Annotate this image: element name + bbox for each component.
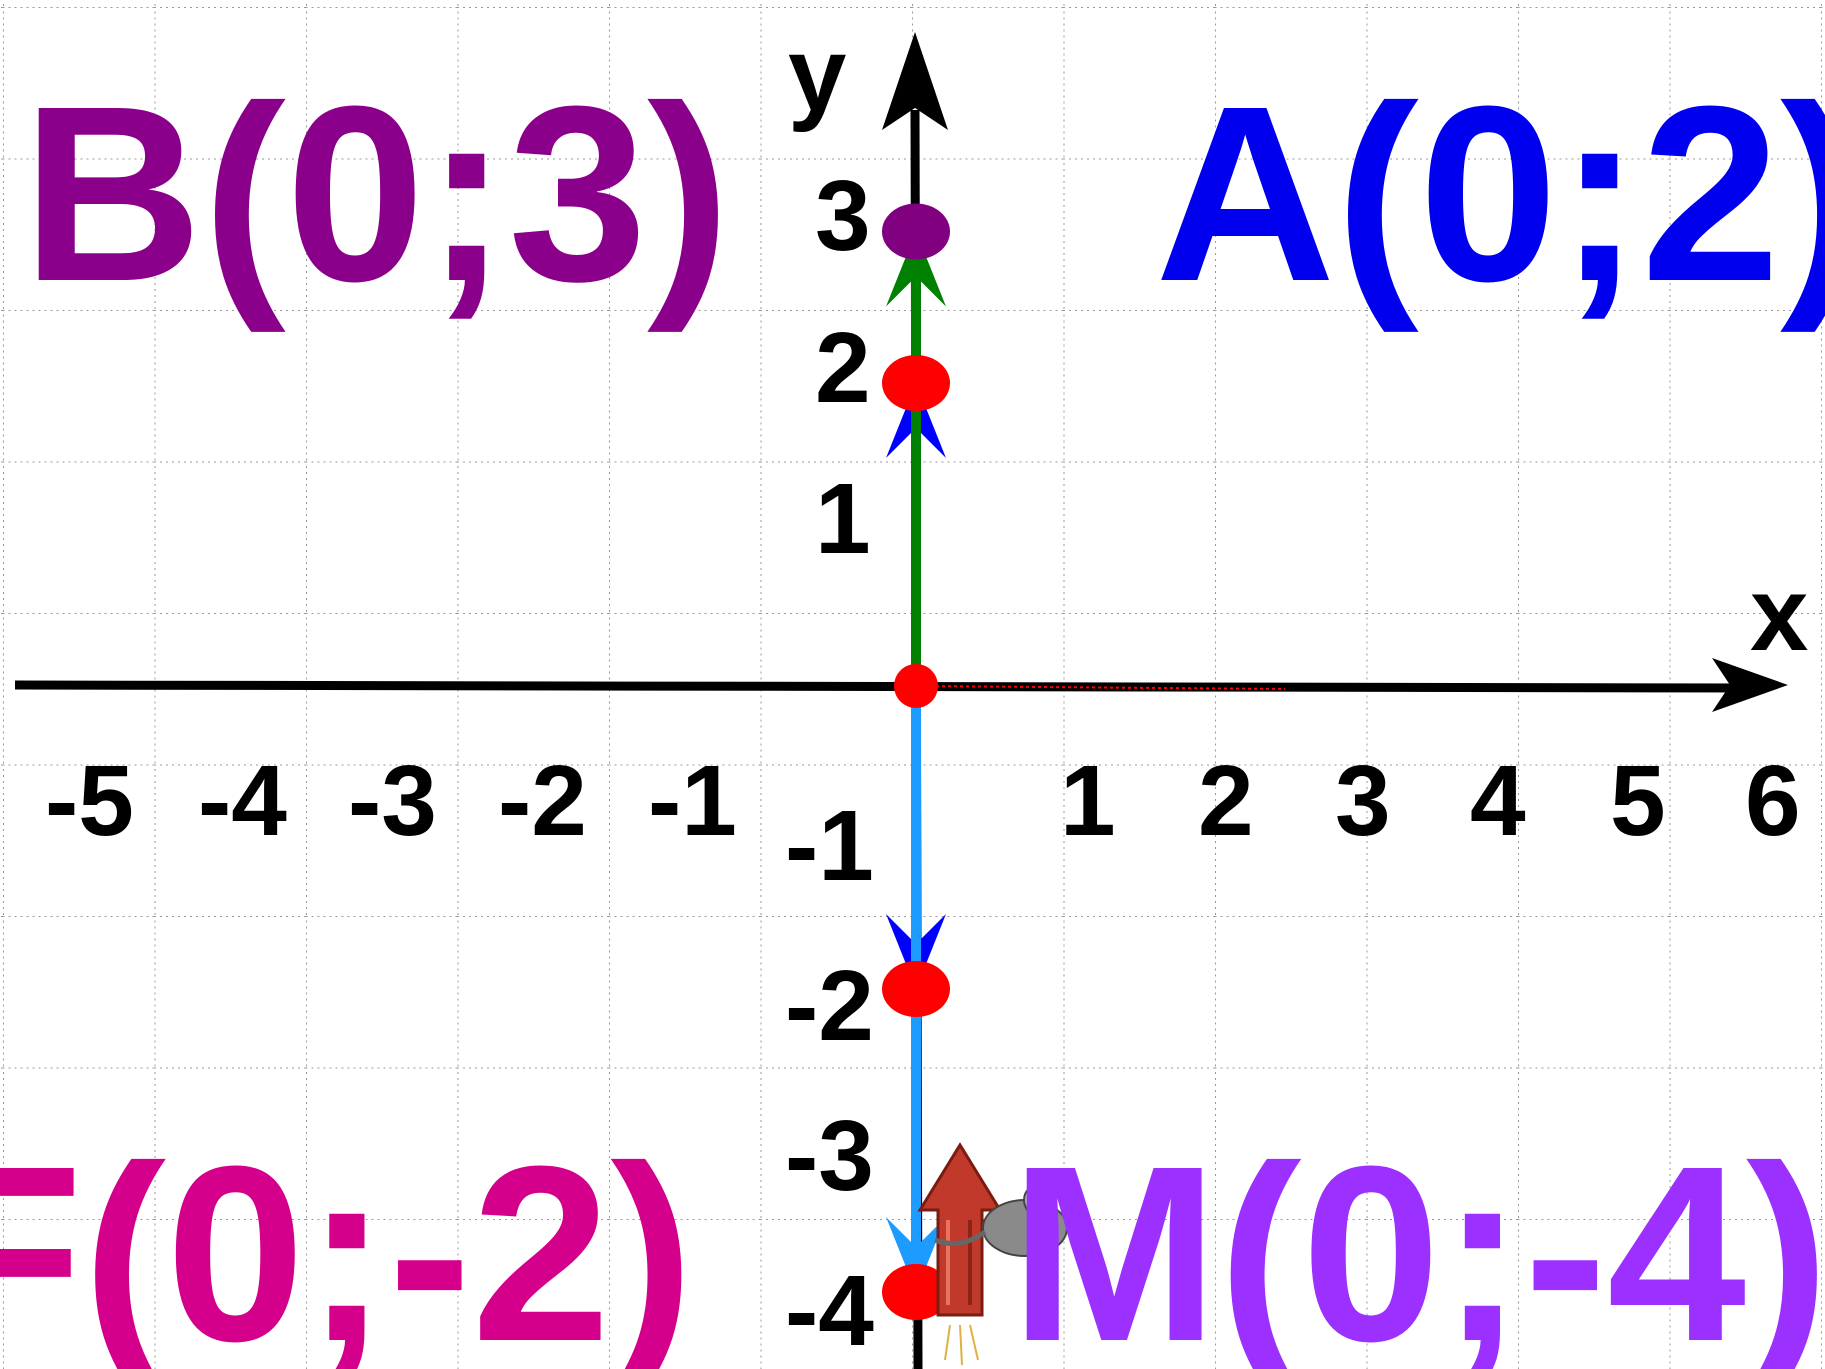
point-label-f: F(0;-2) <box>0 1114 694 1369</box>
x-tick-label: -1 <box>648 745 737 857</box>
point-label-a: A(0;2) <box>1155 54 1825 333</box>
y-tick-labels: 3 2 1 -1 -2 -3 -4 <box>785 160 874 1367</box>
vectors <box>886 231 946 1292</box>
x-tick-label: -4 <box>198 745 287 857</box>
x-tick-label: 5 <box>1610 745 1666 857</box>
y-tick-label: 3 <box>815 160 871 272</box>
origin-point <box>894 664 938 708</box>
point-m <box>882 1264 950 1320</box>
x-tick-label: 4 <box>1470 745 1526 857</box>
x-tick-label: 1 <box>1060 745 1116 857</box>
y-axis-label: y <box>788 16 846 133</box>
x-tick-label: 3 <box>1335 745 1391 857</box>
x-axis-label: x <box>1750 556 1808 673</box>
point-a <box>882 355 950 411</box>
points <box>882 203 950 1320</box>
trail-line <box>917 685 1286 690</box>
y-tick-label: -2 <box>785 950 874 1062</box>
rocket-mouse-icon <box>917 1142 1068 1366</box>
x-tick-label: 6 <box>1745 745 1801 857</box>
x-axis <box>14 658 1788 712</box>
y-tick-label: 1 <box>815 463 871 575</box>
point-label-m: M(0;-4) <box>1010 1114 1825 1369</box>
y-tick-label: 2 <box>815 312 871 424</box>
y-tick-label: -1 <box>785 790 874 902</box>
x-tick-label: -3 <box>348 745 437 857</box>
x-tick-label: -2 <box>498 745 587 857</box>
x-tick-labels: -5 -4 -3 -2 -1 1 2 3 4 5 6 <box>45 745 1801 857</box>
x-tick-label: -5 <box>45 745 134 857</box>
point-label-b: B(0;3) <box>22 54 730 333</box>
y-tick-label: -3 <box>785 1100 874 1212</box>
point-b <box>882 203 950 260</box>
x-tick-label: 2 <box>1198 745 1254 857</box>
point-f <box>882 961 950 1017</box>
vector-to-B <box>886 231 946 686</box>
y-tick-label: -4 <box>785 1255 874 1367</box>
